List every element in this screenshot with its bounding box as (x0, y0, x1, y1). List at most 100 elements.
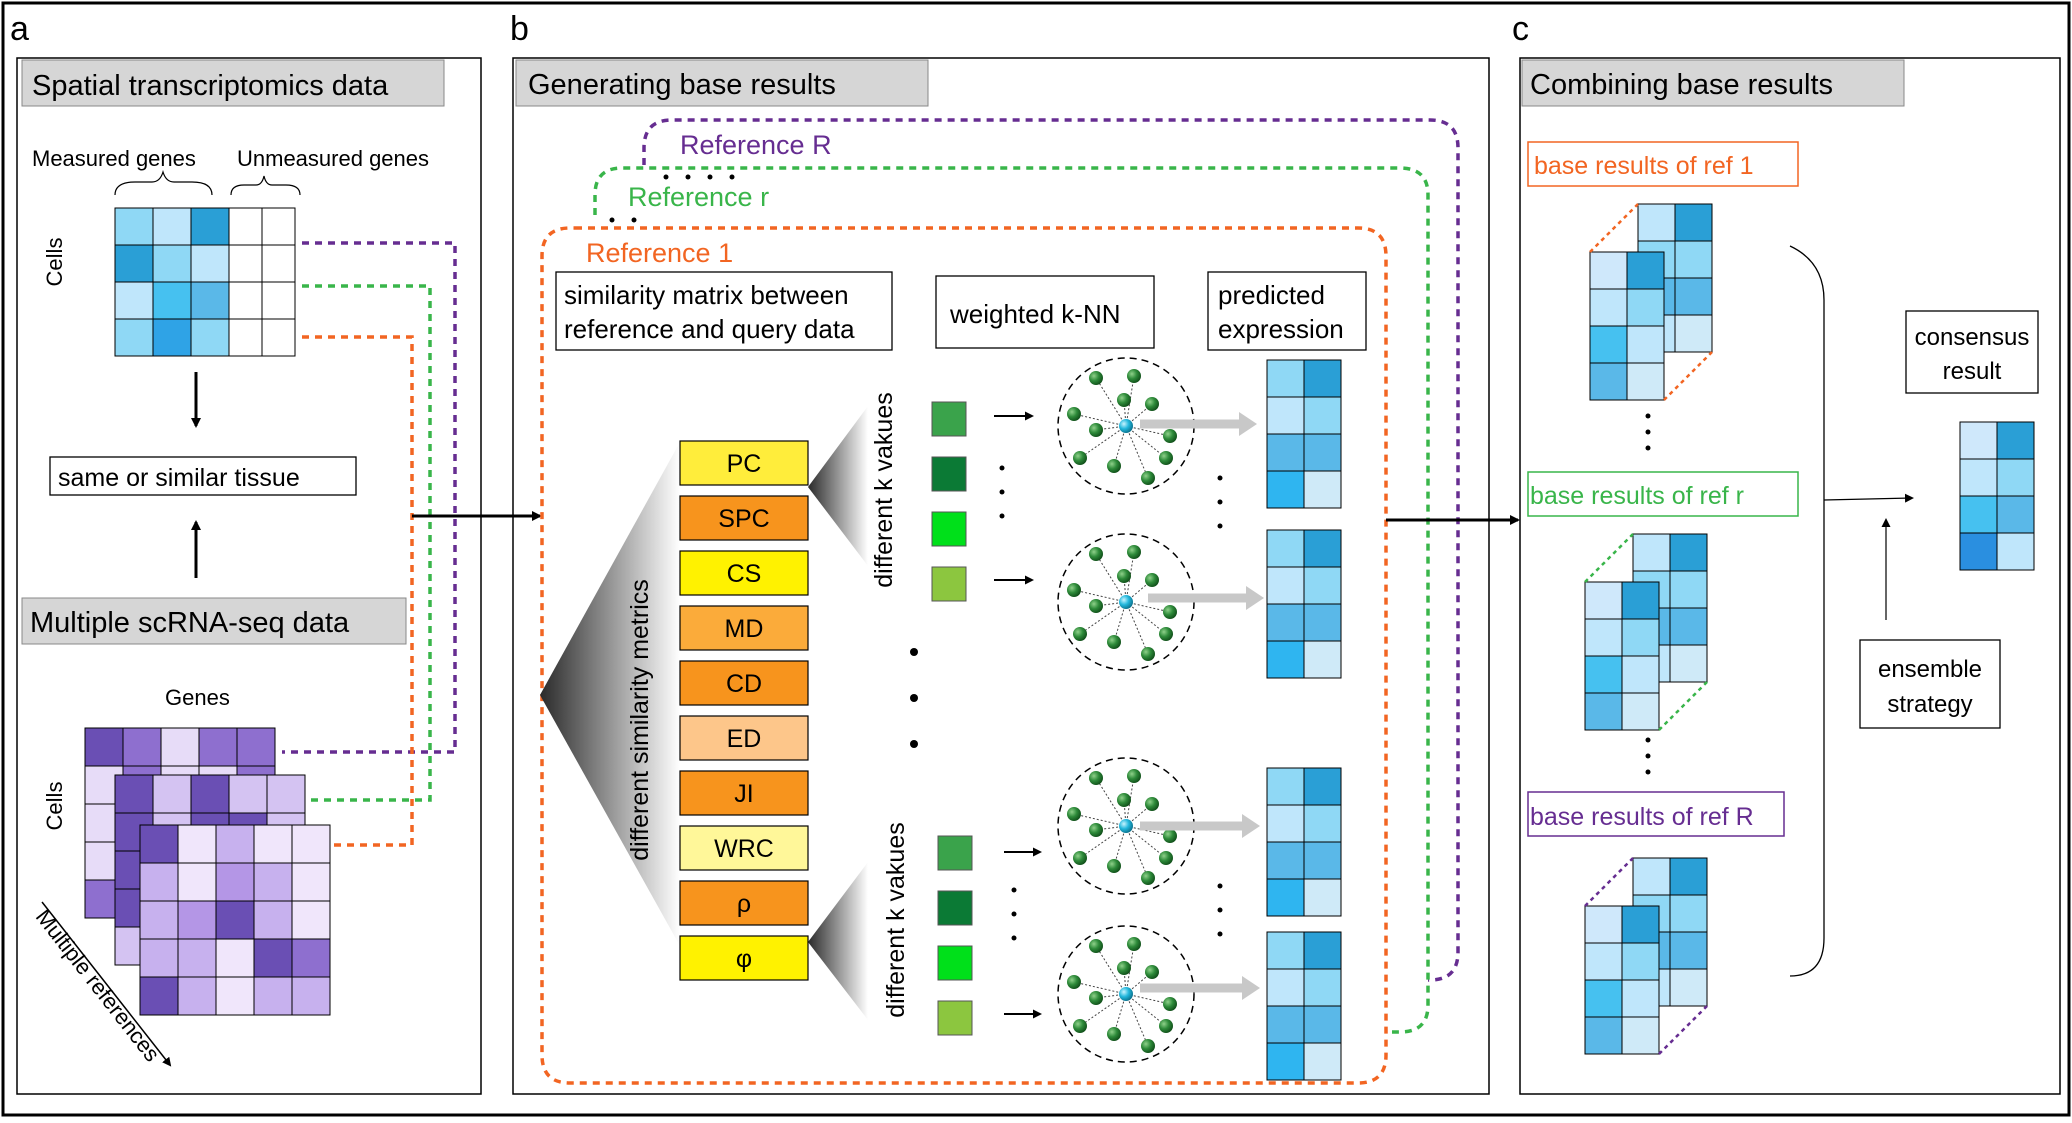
k-square (937, 945, 973, 981)
matrix-cell (1674, 314, 1713, 353)
matrix-cell (1584, 942, 1623, 981)
matrix-cell (253, 938, 293, 978)
knn-groups (931, 357, 1342, 1081)
matrix-cell (1266, 566, 1305, 605)
front-matrix (1584, 905, 1660, 1055)
neighbor-link (1095, 553, 1127, 603)
matrix-cell (1303, 968, 1342, 1007)
matrix-cell (253, 862, 293, 902)
neighbor-cell (1141, 871, 1155, 885)
neighbor-cell (1127, 545, 1141, 559)
base-result-cube (1584, 857, 1708, 1055)
matrix-cell (1589, 251, 1628, 290)
front-matrix (1589, 251, 1665, 401)
neighbor-cell (1073, 851, 1087, 865)
panel-b-title: Generating base results (528, 69, 836, 101)
k-square (931, 566, 967, 602)
matrix-cell (1626, 288, 1665, 327)
neighbor-cell (1107, 459, 1121, 473)
matrix-cell (152, 774, 192, 814)
matrix-cell (1303, 767, 1342, 806)
matrix-cell (177, 824, 217, 864)
base-results-ref-r-label: base results of ref r (1530, 482, 1744, 510)
metrics-fan (540, 442, 680, 946)
neighbor-cell (1141, 471, 1155, 485)
neighbor-cell (1067, 807, 1081, 821)
matrix-cell (236, 727, 276, 767)
ensemble-box (1859, 639, 2001, 729)
matrix-cell (1303, 1042, 1342, 1081)
dot (999, 465, 1005, 471)
matrix-cell (1959, 532, 1998, 571)
sc-title-box (21, 597, 407, 645)
neighbor-cell (1163, 997, 1177, 1011)
k-square (937, 1000, 973, 1036)
neighbor-link (1125, 825, 1149, 879)
neighbor-link (1113, 993, 1127, 1035)
weighted-knn-label: weighted k-NN (949, 299, 1121, 329)
matrix-cell (1266, 359, 1305, 398)
unmeasured-genes-label: Unmeasured genes (237, 146, 429, 171)
panel-letter-b: b (510, 10, 529, 48)
neighbor-link (1125, 825, 1167, 859)
neighbor-cell (1089, 823, 1103, 837)
dot (1217, 475, 1223, 481)
metric-box (679, 440, 809, 486)
matrix-cell (1669, 857, 1708, 896)
metric-5: CD (679, 660, 809, 706)
matrix-cell (1589, 362, 1628, 401)
neighbor-cell (1073, 627, 1087, 641)
k-square (931, 511, 967, 547)
neighbor-cell (1117, 393, 1131, 407)
matrix-cell (177, 900, 217, 940)
base-result-cubes (1584, 203, 1713, 1055)
k-value-squares (937, 835, 973, 1036)
cube-ellipsis-dots (1645, 413, 1651, 775)
matrix-cell (1584, 1016, 1623, 1055)
matrix-cell (1674, 203, 1713, 242)
base-results-ref-R-box (1527, 791, 1785, 837)
matrix-cell (1266, 767, 1305, 806)
panel-b-title-box (515, 59, 929, 107)
grey-arrow-head (1246, 586, 1264, 610)
neighbor-link (1113, 825, 1127, 867)
neighbor-cell (1145, 397, 1159, 411)
predicted-line-2: expression (1218, 314, 1344, 344)
consensus-line-2: result (1943, 358, 2002, 385)
neighbor-cluster (1057, 925, 1195, 1063)
consensus-line-1: consensus (1915, 324, 2030, 351)
metric-box (679, 935, 809, 981)
arrow-to-consensus (1823, 493, 1914, 503)
neighbor-cell (1089, 771, 1103, 785)
metric-2: SPC (679, 495, 809, 541)
matrix-cell (114, 318, 154, 357)
matrix-cell (114, 281, 154, 320)
matrix-cell (291, 824, 331, 864)
k-value-squares (931, 401, 967, 602)
matrix-cell (1669, 533, 1708, 572)
query-cell (1119, 595, 1133, 609)
neighbor-cell (1163, 429, 1177, 443)
ref-R-loop (642, 118, 1460, 982)
neighbor-link (1073, 813, 1127, 827)
matrix-cell (152, 207, 192, 246)
ref-r-label: Reference r (628, 182, 769, 212)
k-values-label-bottom: different k vakues (882, 822, 910, 1017)
neighbor-cell (1127, 769, 1141, 783)
vertical-dots (1217, 475, 1223, 529)
matrix-cell (1303, 529, 1342, 568)
unmeasured-brace (230, 175, 301, 196)
matrix-cell (139, 900, 179, 940)
neighbor-cell (1117, 961, 1131, 975)
weighted-knn-box (935, 275, 1155, 349)
neighbor-cell (1067, 583, 1081, 597)
matrix-cell (1266, 968, 1305, 1007)
neighbor-link (1125, 825, 1171, 837)
neighbor-cell (1089, 371, 1103, 385)
dot (1217, 907, 1223, 913)
matrix-cell (291, 938, 331, 978)
neighbor-cell (1159, 451, 1173, 465)
matrix-cell (1621, 942, 1660, 981)
dot (1011, 911, 1017, 917)
